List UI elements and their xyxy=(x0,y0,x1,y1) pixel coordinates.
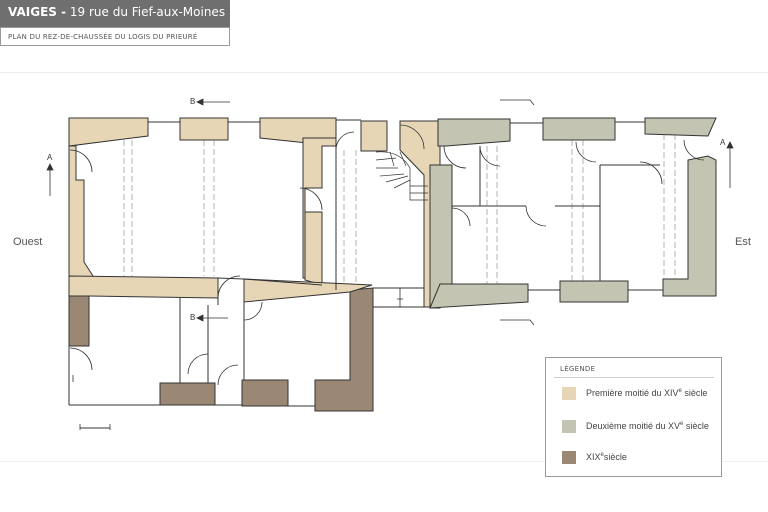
subtitle-box: PLAN DU REZ-DE-CHAUSSÉE DU LOGIS DU PRIE… xyxy=(0,27,230,46)
wall-xiv-west xyxy=(68,145,94,298)
legend: LÉGENDE Première moitié du XIVe siècle D… xyxy=(545,357,722,477)
legend-label-xiv: Première moitié du XIVe siècle xyxy=(586,388,708,398)
wall-xv-north-3 xyxy=(644,117,717,137)
door-swings xyxy=(69,124,705,386)
wall-xix-sw xyxy=(159,382,216,406)
east-label: Est xyxy=(735,236,751,248)
beam-lines xyxy=(123,134,676,285)
top-divider xyxy=(0,72,768,73)
bottom-divider xyxy=(0,461,768,462)
wall-xv-east xyxy=(662,155,717,297)
section-a-west: A xyxy=(47,153,53,162)
wall-xiv-east-lower xyxy=(304,211,323,286)
wall-xv-north-2 xyxy=(542,117,616,141)
walls-xiv xyxy=(68,117,441,308)
wall-xix-east xyxy=(314,287,374,412)
legend-label-xv: Deuxième moitié du XVe siècle xyxy=(586,421,709,431)
wall-xv-south-1 xyxy=(429,283,529,309)
wall-xv-south-2 xyxy=(559,280,629,303)
title-address: 19 rue du Fief-aux-Moines xyxy=(69,5,226,19)
partitions xyxy=(68,119,663,407)
title-commune: VAIGES - xyxy=(8,5,67,19)
walls-xix xyxy=(68,287,374,412)
west-label: Ouest xyxy=(13,236,43,248)
legend-swatch-xix xyxy=(562,451,576,464)
title-box: VAIGES - 19 rue du Fief-aux-Moines xyxy=(0,0,230,27)
wall-xix-west xyxy=(68,295,90,347)
walls-xv xyxy=(429,117,717,309)
section-a-east: A xyxy=(720,138,726,147)
legend-swatch-xv xyxy=(562,420,576,433)
section-b-north: B xyxy=(190,97,196,106)
section-b-south: B xyxy=(190,313,196,322)
wall-xiv-east xyxy=(302,137,337,279)
staircase xyxy=(375,151,428,201)
wall-xv-north-1 xyxy=(437,118,511,147)
wall-xix-mid xyxy=(241,379,289,407)
wall-xiv-south xyxy=(68,275,219,299)
legend-divider xyxy=(554,377,714,378)
wall-xiv-north-2 xyxy=(179,117,229,141)
wall-xiv-pier xyxy=(360,120,388,152)
legend-label-xix: XIXesiècle xyxy=(586,452,627,462)
wall-xiv-north-1 xyxy=(68,117,149,147)
legend-title: LÉGENDE xyxy=(560,365,596,373)
section-markers xyxy=(46,98,734,430)
wall-xiv-central xyxy=(243,278,373,303)
plan-subtitle: PLAN DU REZ-DE-CHAUSSÉE DU LOGIS DU PRIE… xyxy=(8,33,198,41)
legend-swatch-xiv xyxy=(562,387,576,400)
